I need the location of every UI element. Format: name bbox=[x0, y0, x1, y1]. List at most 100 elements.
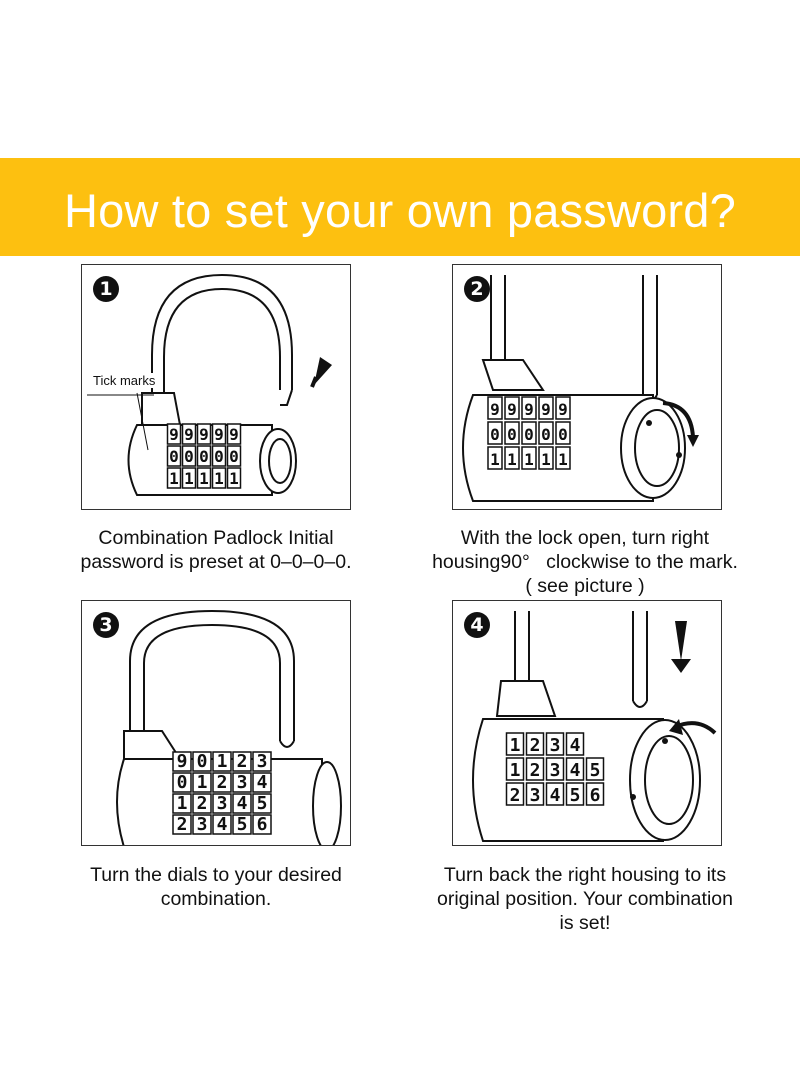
dial-digit-box bbox=[585, 782, 605, 806]
caption-line: original position. Your combination bbox=[437, 888, 733, 910]
dial-digit-box bbox=[521, 446, 537, 470]
dial-digit-box bbox=[196, 467, 212, 489]
dial-digit: 0 bbox=[558, 425, 568, 444]
dial-digit-box bbox=[252, 751, 272, 772]
caption-line: Turn back the right housing to its bbox=[443, 864, 727, 886]
step-2-caption: With the lock open, turn right housing90… bbox=[400, 526, 770, 598]
dial-digit-box bbox=[166, 445, 182, 467]
page-title: How to set your own password? bbox=[64, 183, 736, 237]
dial-digit-box bbox=[538, 446, 554, 470]
caption-line: ( see picture ) bbox=[525, 575, 645, 597]
dial-digit-box bbox=[487, 396, 503, 420]
caption-line: housing90° clockwise to the mark. bbox=[432, 551, 738, 573]
dial-digit-box bbox=[226, 467, 242, 489]
dial-digit-box bbox=[545, 732, 565, 756]
dial-digit-box bbox=[525, 757, 545, 781]
dial-digit: 1 bbox=[510, 760, 521, 781]
dial-digit-box bbox=[538, 396, 554, 420]
dial-digit: 9 bbox=[184, 425, 194, 444]
dial-digit: 1 bbox=[199, 469, 209, 488]
dial-digit: 4 bbox=[550, 785, 561, 806]
dial-digit: 9 bbox=[558, 400, 568, 419]
dial-digit-box bbox=[555, 421, 571, 445]
dial-digit-box bbox=[196, 423, 212, 445]
dial-digit-box bbox=[232, 814, 252, 835]
dial-digit: 9 bbox=[177, 751, 188, 772]
dial-digit: 3 bbox=[550, 735, 561, 756]
dial-digit-box bbox=[232, 793, 252, 814]
dial-digit: 1 bbox=[507, 450, 517, 469]
dial-digit: 1 bbox=[229, 469, 239, 488]
caption-line: Turn the dials to your desired bbox=[90, 864, 342, 886]
dial-digit-box bbox=[212, 814, 232, 835]
dial-digit: 9 bbox=[229, 425, 239, 444]
dial-digit: 6 bbox=[257, 814, 268, 835]
dial-digit: 2 bbox=[510, 785, 521, 806]
dial-digit: 9 bbox=[524, 400, 534, 419]
dial-digit-box bbox=[585, 757, 605, 781]
dial-digit: 1 bbox=[197, 772, 208, 793]
dial-digit-box bbox=[252, 814, 272, 835]
dial-digit: 0 bbox=[229, 447, 239, 466]
dial-digit: 5 bbox=[257, 793, 268, 814]
title-banner: How to set your own password? bbox=[0, 158, 800, 256]
dial-digit: 2 bbox=[197, 793, 208, 814]
dial-digit-box bbox=[226, 445, 242, 467]
dial-digit-box bbox=[555, 446, 571, 470]
dial-digit-box bbox=[521, 421, 537, 445]
tick-marks-label: Tick marks bbox=[92, 373, 157, 388]
step-1-badge: 1 bbox=[93, 276, 119, 302]
dial-digit: 3 bbox=[237, 772, 248, 793]
dial-digit-box bbox=[504, 446, 520, 470]
dial-digit: 1 bbox=[169, 469, 179, 488]
dial-digit: 0 bbox=[184, 447, 194, 466]
dial-digit: 1 bbox=[177, 793, 188, 814]
dial-digit-box bbox=[487, 446, 503, 470]
arrow-up-icon bbox=[314, 357, 332, 385]
dial-digit-box bbox=[211, 423, 227, 445]
dial-digit: 3 bbox=[217, 793, 228, 814]
step-2-badge: 2 bbox=[464, 276, 490, 302]
dial-digit: 2 bbox=[530, 760, 541, 781]
dial-digit: 1 bbox=[558, 450, 568, 469]
dial-digit: 1 bbox=[510, 735, 521, 756]
dial-digit: 4 bbox=[257, 772, 268, 793]
dial-digit: 0 bbox=[490, 425, 500, 444]
dial-digit-box bbox=[565, 757, 585, 781]
dial-digit: 0 bbox=[169, 447, 179, 466]
dial-digit-box bbox=[525, 732, 545, 756]
rotate-clockwise-icon bbox=[662, 401, 695, 438]
dial-digit-box bbox=[252, 772, 272, 793]
dial-digit: 1 bbox=[184, 469, 194, 488]
dial-digit-box bbox=[487, 421, 503, 445]
dial-digit-box bbox=[192, 751, 212, 772]
caption-line: combination. bbox=[160, 888, 272, 910]
step-3-badge: 3 bbox=[93, 612, 119, 638]
dial-digit: 3 bbox=[197, 814, 208, 835]
dial-digit-box bbox=[538, 421, 554, 445]
dial-digit: 1 bbox=[490, 450, 500, 469]
caption-line: password is preset at 0–0–0–0. bbox=[80, 551, 352, 573]
dial-digit-box bbox=[211, 467, 227, 489]
dial-digit: 4 bbox=[570, 735, 581, 756]
dial-digit: 0 bbox=[199, 447, 209, 466]
dial-digit-box bbox=[545, 757, 565, 781]
dial-digit: 4 bbox=[570, 760, 581, 781]
dial-digit: 2 bbox=[217, 772, 228, 793]
dial-digit-box bbox=[211, 445, 227, 467]
dial-digit-box bbox=[505, 732, 525, 756]
dial-digit: 2 bbox=[530, 735, 541, 756]
dial-digit: 0 bbox=[214, 447, 224, 466]
dial-digit: 1 bbox=[524, 450, 534, 469]
step-1-caption: Combination Padlock Initial password is … bbox=[31, 526, 401, 574]
dial-digit-box bbox=[525, 782, 545, 806]
dial-digit-box bbox=[505, 782, 525, 806]
caption-line: Combination Padlock Initial bbox=[98, 527, 334, 549]
dial-digit-box bbox=[545, 782, 565, 806]
dial-digit-box bbox=[196, 445, 212, 467]
